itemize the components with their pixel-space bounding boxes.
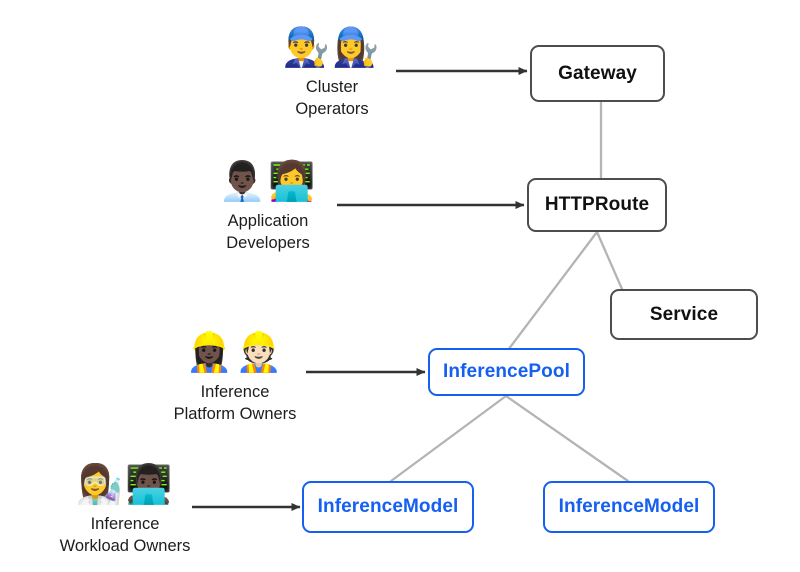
cluster-operators-label: Cluster Operators: [295, 76, 368, 121]
inference-platform-owners-emoji-icon: 👷🏿‍♀️👷🏻: [185, 332, 285, 375]
node-httproute[interactable]: HTTPRoute: [527, 178, 667, 232]
cluster-operators-emoji-icon: 👨‍🔧👩‍🔧: [282, 27, 382, 70]
persona-inference-workload-owners: 👩‍🔬👨🏿‍💻 Inference Workload Owners: [15, 463, 235, 558]
node-inferencemodel-right[interactable]: InferenceModel: [543, 481, 715, 533]
connector-httproute-service: [595, 230, 624, 291]
application-developers-label-line2: Developers: [226, 234, 310, 253]
cluster-operators-label-line2: Operators: [295, 100, 369, 119]
node-service[interactable]: Service: [610, 289, 758, 340]
inference-workload-owners-emoji-icon: 👩‍🔬👨🏿‍💻: [75, 464, 175, 507]
inference-platform-owners-label: Inference Platform Owners: [174, 381, 297, 426]
persona-application-developers: 👨🏿‍💼👩‍💻 Application Developers: [158, 160, 378, 255]
node-inferencepool[interactable]: InferencePool: [428, 348, 585, 396]
inference-workload-owners-label: Inference Workload Owners: [60, 513, 191, 558]
connector-inferencepool-inferencemodel-right: [504, 394, 630, 483]
node-inferencemodel-right-label: InferenceModel: [558, 496, 700, 517]
application-developers-emoji-icon: 👨🏿‍💼👩‍💻: [218, 161, 318, 204]
node-inferencemodel-left-label: InferenceModel: [317, 496, 459, 517]
application-developers-label: Application Developers: [226, 210, 309, 255]
persona-inference-platform-owners: 👷🏿‍♀️👷🏻 Inference Platform Owners: [125, 331, 345, 426]
node-gateway-label: Gateway: [558, 62, 637, 84]
node-inferencepool-label: InferencePool: [443, 361, 570, 382]
cluster-operators-label-line1: Cluster: [305, 78, 359, 96]
node-httproute-label: HTTPRoute: [544, 194, 650, 215]
application-developers-label-line1: Application: [227, 212, 309, 230]
persona-cluster-operators: 👨‍🔧👩‍🔧 Cluster Operators: [222, 26, 442, 121]
node-inferencemodel-left[interactable]: InferenceModel: [302, 481, 474, 533]
node-gateway[interactable]: Gateway: [530, 45, 665, 102]
node-service-label: Service: [649, 303, 719, 325]
inference-workload-owners-label-line2: Workload Owners: [59, 537, 191, 556]
inference-platform-owners-label-line2: Platform Owners: [173, 405, 297, 424]
inference-platform-owners-label-line1: Inference: [200, 383, 270, 401]
connector-inferencepool-inferencemodel-left: [389, 394, 508, 483]
connector-httproute-inferencepool: [506, 230, 599, 352]
inference-workload-owners-label-line1: Inference: [90, 515, 160, 533]
